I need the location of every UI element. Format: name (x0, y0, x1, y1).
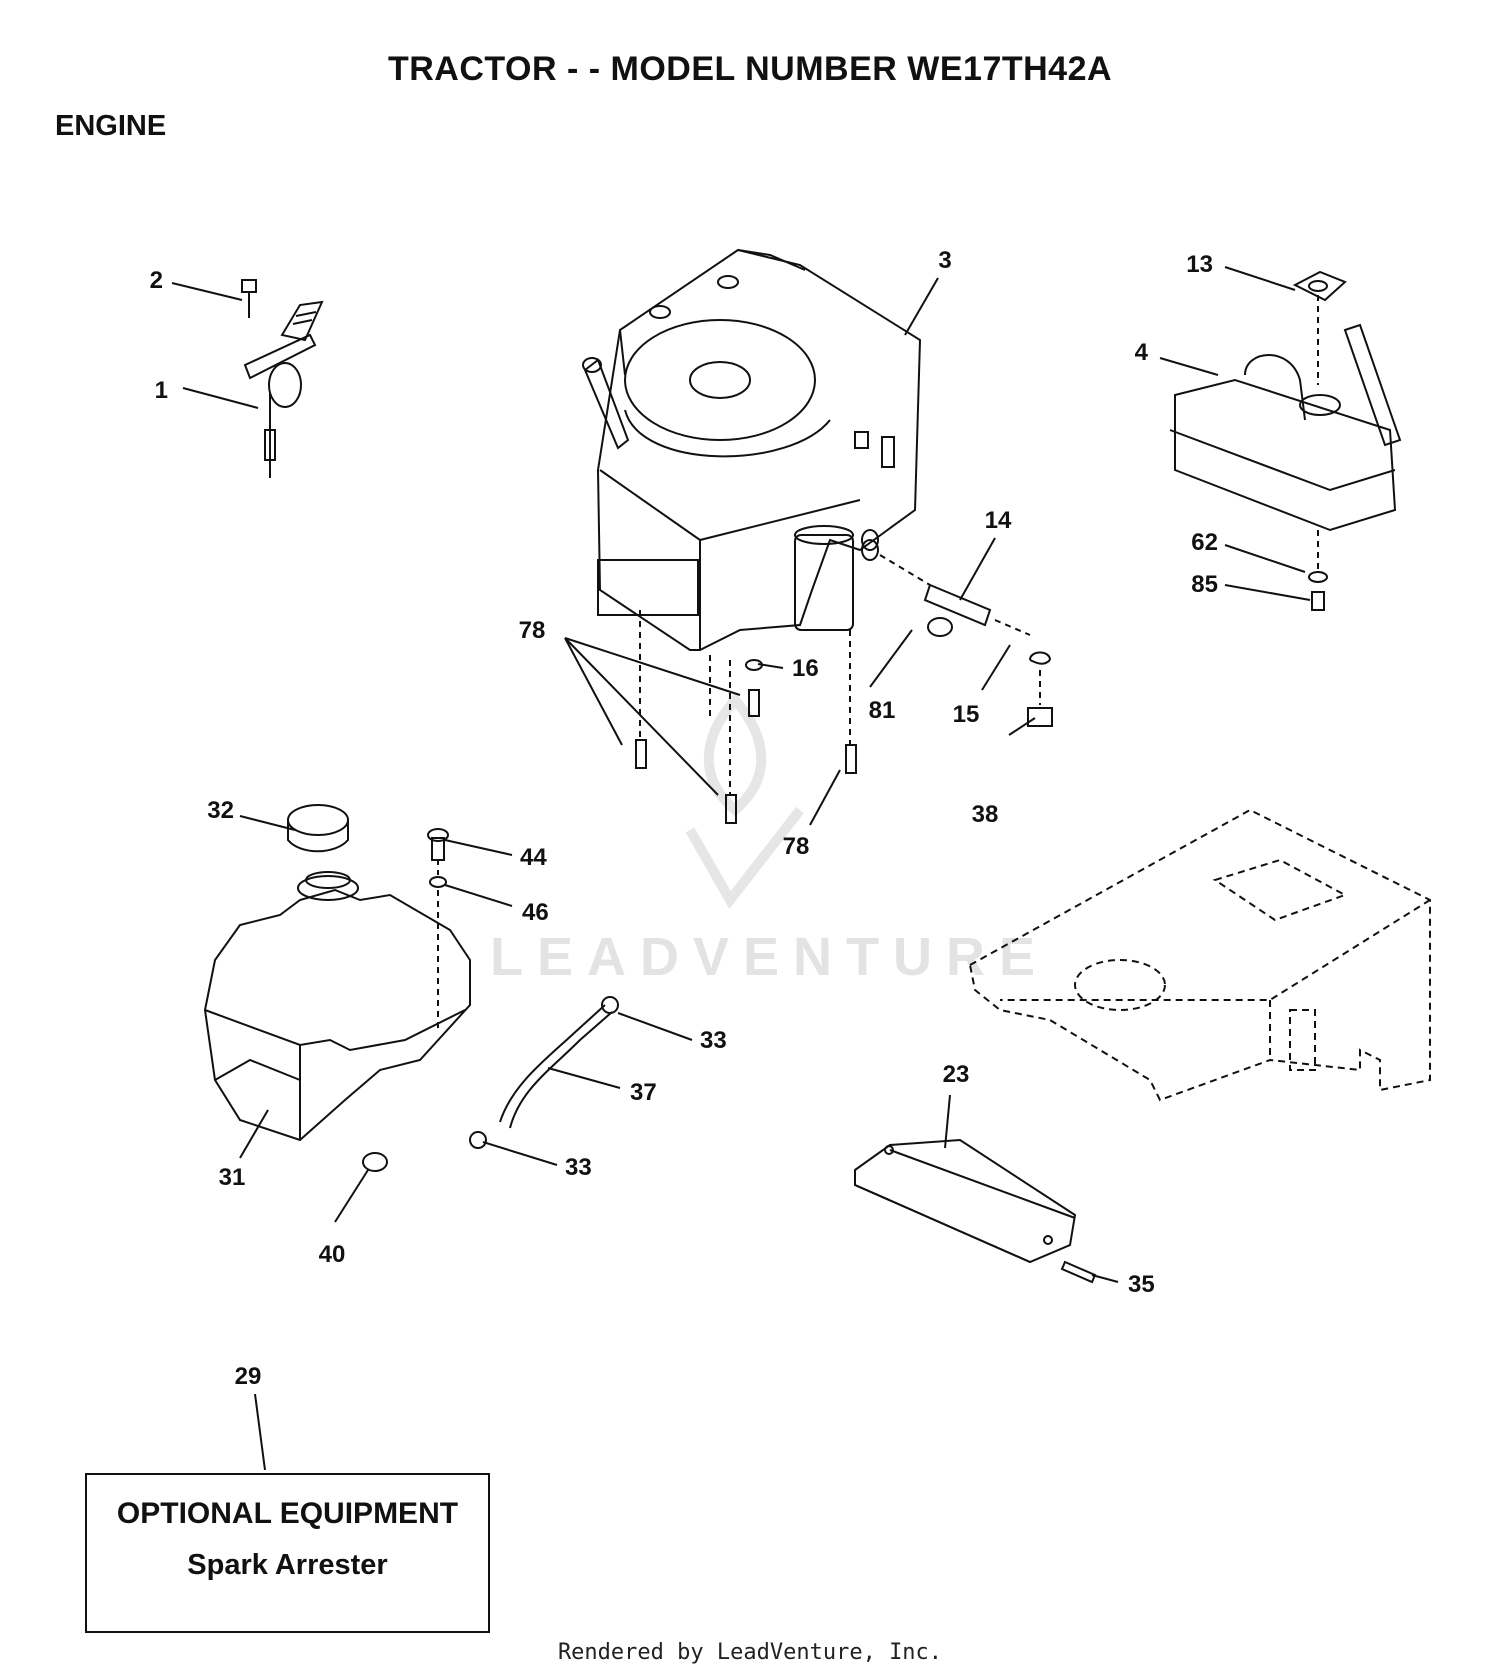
fuel-tank-part (203, 804, 471, 1172)
callout-78-lower: 78 (783, 833, 810, 860)
callout-38: 38 (972, 801, 999, 828)
callout-13: 13 (1186, 251, 1213, 278)
callout-81: 81 (869, 697, 896, 724)
callout-23: 23 (943, 1061, 970, 1088)
callout-62: 62 (1191, 529, 1218, 556)
callout-4: 4 (1135, 339, 1149, 366)
callout-78-upper: 78 (519, 617, 546, 644)
callout-31: 31 (219, 1164, 246, 1191)
heat-shield-part (854, 1138, 1097, 1284)
callout-15: 15 (953, 701, 980, 728)
callout-2: 2 (150, 267, 163, 294)
callout-35: 35 (1128, 1271, 1155, 1298)
tractor-frame (968, 808, 1431, 1102)
watermark-logo (685, 692, 804, 909)
callout-labels: 1 2 3 4 13 14 15 16 23 29 31 32 33 33 35… (150, 247, 1218, 1390)
optional-equipment-box: OPTIONAL EQUIPMENT Spark Arrester (85, 1473, 490, 1633)
watermark-text: LEADVENTURE (490, 927, 1049, 987)
optional-equipment-item: Spark Arrester (187, 1549, 388, 1581)
callout-33-lower: 33 (565, 1154, 592, 1181)
section-heading: ENGINE (55, 110, 167, 142)
callout-33-upper: 33 (700, 1027, 727, 1054)
callout-32: 32 (207, 797, 234, 824)
callout-44: 44 (520, 844, 547, 871)
leader-lines (171, 266, 1311, 1471)
callout-46: 46 (522, 899, 549, 926)
fuel-line-part (469, 996, 619, 1149)
callout-37: 37 (630, 1079, 657, 1106)
render-credit: Rendered by LeadVenture, Inc. (557, 1640, 943, 1665)
callout-3: 3 (938, 247, 951, 274)
muffler-part (1169, 270, 1402, 611)
callout-29: 29 (235, 1363, 262, 1390)
fuel-fitting-parts (861, 539, 1053, 727)
optional-equipment-title: OPTIONAL EQUIPMENT (116, 1497, 459, 1530)
callout-85: 85 (1191, 571, 1218, 598)
callout-14: 14 (985, 507, 1012, 534)
callout-1: 1 (155, 377, 168, 404)
callout-40: 40 (319, 1241, 346, 1268)
engine-part (582, 248, 922, 824)
diagram-title: TRACTOR - - MODEL NUMBER WE17TH42A (387, 50, 1113, 88)
callout-16: 16 (792, 655, 819, 682)
throttle-control-part (241, 279, 324, 478)
